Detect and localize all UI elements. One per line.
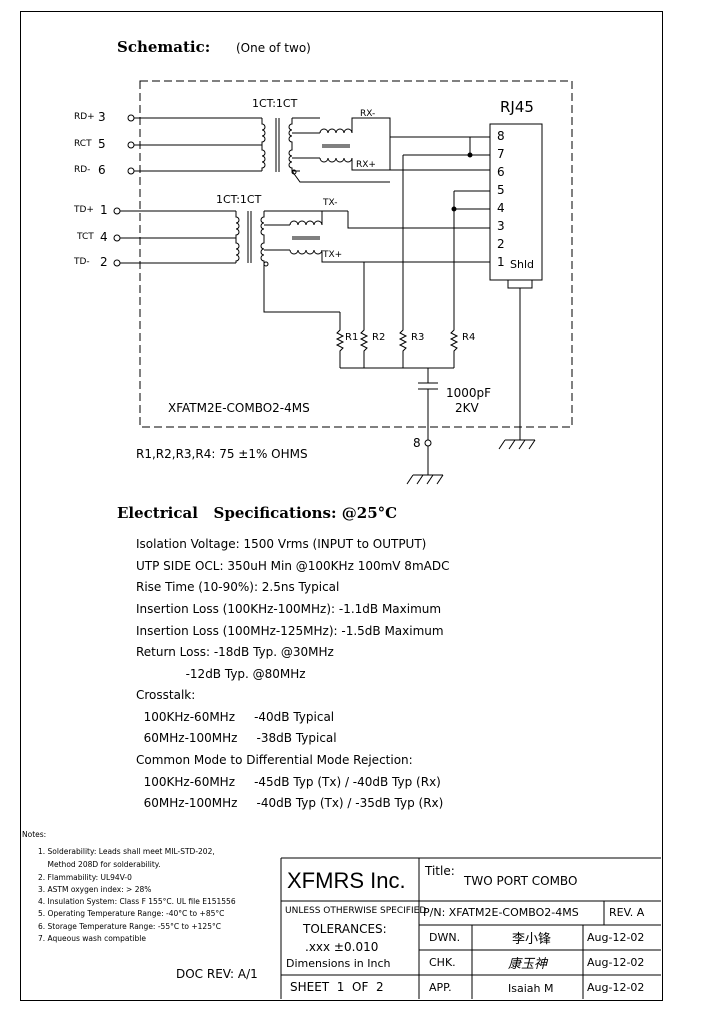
page-subtitle: (One of two) (236, 41, 311, 55)
spec-line: Crosstalk: (136, 688, 196, 702)
left-pin-leads (113, 114, 262, 267)
pin-number: 6 (98, 163, 106, 177)
rj45-pin: 7 (497, 147, 505, 161)
name-approved: Isaiah M (508, 982, 554, 995)
company-name: XFMRS Inc. (287, 868, 406, 893)
date-drawn: Aug-12-02 (587, 931, 645, 944)
net-label-rx-plus: RX+ (356, 160, 376, 170)
capacitor-value: 1000pF (446, 386, 492, 400)
part-label: XFATM2E-COMBO2-4MS (168, 401, 310, 415)
page-title: Schematic: (117, 38, 211, 56)
date-checked: Aug-12-02 (587, 956, 645, 969)
termination-network (335, 137, 536, 485)
revision: REV. A (609, 906, 645, 919)
spec-line: Insertion Loss (100MHz-125MHz): -1.5dB M… (136, 624, 444, 638)
spec-line: 100KHz-60MHz -45dB Typ (Tx) / -40dB Typ … (136, 775, 441, 789)
rj45-pin: 5 (497, 183, 505, 197)
net-label-tx-plus: TX+ (323, 250, 343, 260)
doc-revision: DOC REV: A/1 (176, 967, 258, 981)
spec-line: Return Loss: -18dB Typ. @30MHz (136, 645, 334, 659)
top-transformer (261, 117, 490, 183)
role-approved: APP. (429, 981, 452, 994)
notes-title: Notes: (22, 830, 47, 839)
role-checked: CHK. (429, 956, 456, 969)
spec-line: UTP SIDE OCL: 350uH Min @100KHz 100mV 8m… (136, 559, 450, 573)
connector-name: RJ45 (500, 98, 534, 116)
pin-label-td-minus: TD- (74, 257, 90, 267)
rj45-pin-leads (403, 136, 490, 212)
pin-number: 5 (98, 137, 106, 151)
resistor-label: R3 (411, 332, 425, 343)
note-item: 7. Aqueous wash compatible (38, 934, 146, 943)
pin-label-td-plus: TD+ (74, 205, 94, 215)
rj45-pin: 3 (497, 219, 505, 233)
rj45-pin: 4 (497, 201, 505, 215)
signature-checked: 康玉神 (508, 957, 548, 972)
tolerances-label: TOLERANCES: (303, 922, 387, 936)
capacitor-rating: 2KV (455, 401, 479, 415)
pin-number: 4 (100, 230, 108, 244)
ground-pin-number: 8 (413, 436, 421, 450)
spec-line: Isolation Voltage: 1500 Vrms (INPUT to O… (136, 537, 427, 551)
resistor-note: R1,R2,R3,R4: 75 ±1% OHMS (136, 447, 308, 461)
transformer-ratio-top: 1CT:1CT (252, 97, 298, 110)
resistor-label: R2 (372, 332, 386, 343)
net-label-tx-minus: TX- (323, 198, 338, 208)
note-item: Method 208D for solderability. (38, 860, 161, 869)
pin-number: 1 (100, 203, 108, 217)
pin-label-rd-plus: RD+ (74, 112, 95, 122)
note-item: 4. Insulation System: Class F 155°C. UL … (38, 897, 236, 906)
signature-drawn: 李小锋 (512, 932, 552, 947)
date-approved: Aug-12-02 (587, 981, 645, 994)
spec-line: Rise Time (10-90%): 2.5ns Typical (136, 580, 340, 594)
spec-line: Common Mode to Differential Mode Rejecti… (136, 753, 413, 767)
pin-number: 2 (100, 255, 108, 269)
spec-line: 60MHz-100MHz -38dB Typical (136, 731, 337, 745)
title-label: Title: (425, 864, 455, 878)
pin-label-tct: TCT (77, 232, 94, 242)
rj45-pin: 1 (497, 255, 505, 269)
pin-number: 3 (98, 110, 106, 124)
tolerance-value: .xxx ±0.010 (305, 940, 379, 954)
rj45-pin: 6 (497, 165, 505, 179)
transformer-ratio-bottom: 1CT:1CT (216, 193, 262, 206)
rj45-pin: 2 (497, 237, 505, 251)
drawing-title: TWO PORT COMBO (464, 874, 578, 888)
rj45-shield-label: Shld (510, 258, 534, 271)
spec-line: Insertion Loss (100KHz-100MHz): -1.1dB M… (136, 602, 442, 616)
bottom-transformer (235, 210, 490, 313)
module-outline (139, 80, 573, 428)
note-item: 5. Operating Temperature Range: -40°C to… (38, 909, 225, 918)
spec-line: -12dB Typ. @80MHz (136, 667, 306, 681)
unless-specified: UNLESS OTHERWISE SPECIFIED (285, 906, 427, 916)
note-item: 2. Flammability: UL94V-0 (38, 873, 132, 882)
resistor-label: R4 (462, 332, 476, 343)
pin-label-rct: RCT (74, 139, 92, 149)
dimensions-unit: Dimensions in Inch (286, 957, 391, 970)
note-item: 3. ASTM oxygen index: > 28% (38, 885, 152, 894)
spec-line: 60MHz-100MHz -40dB Typ (Tx) / -35dB Typ … (136, 796, 444, 810)
part-number: P/N: XFATM2E-COMBO2-4MS (423, 906, 579, 919)
sheet-border (20, 11, 663, 1001)
pin-label-rd-minus: RD- (74, 165, 91, 175)
rj45-pin: 8 (497, 129, 505, 143)
role-drawn: DWN. (429, 931, 461, 944)
electrical-heading: Electrical Specifications: @25°C (117, 504, 398, 522)
resistor-label: R1 (345, 332, 359, 343)
note-item: 1. Solderability: Leads shall meet MIL-S… (38, 847, 215, 856)
spec-line: 100KHz-60MHz -40dB Typical (136, 710, 335, 724)
schematic-diagram (113, 80, 573, 485)
net-label-rx-minus: RX- (360, 109, 376, 119)
sheet-number: SHEET 1 OF 2 (290, 980, 384, 994)
note-item: 6. Storage Temperature Range: -55°C to +… (38, 922, 221, 931)
